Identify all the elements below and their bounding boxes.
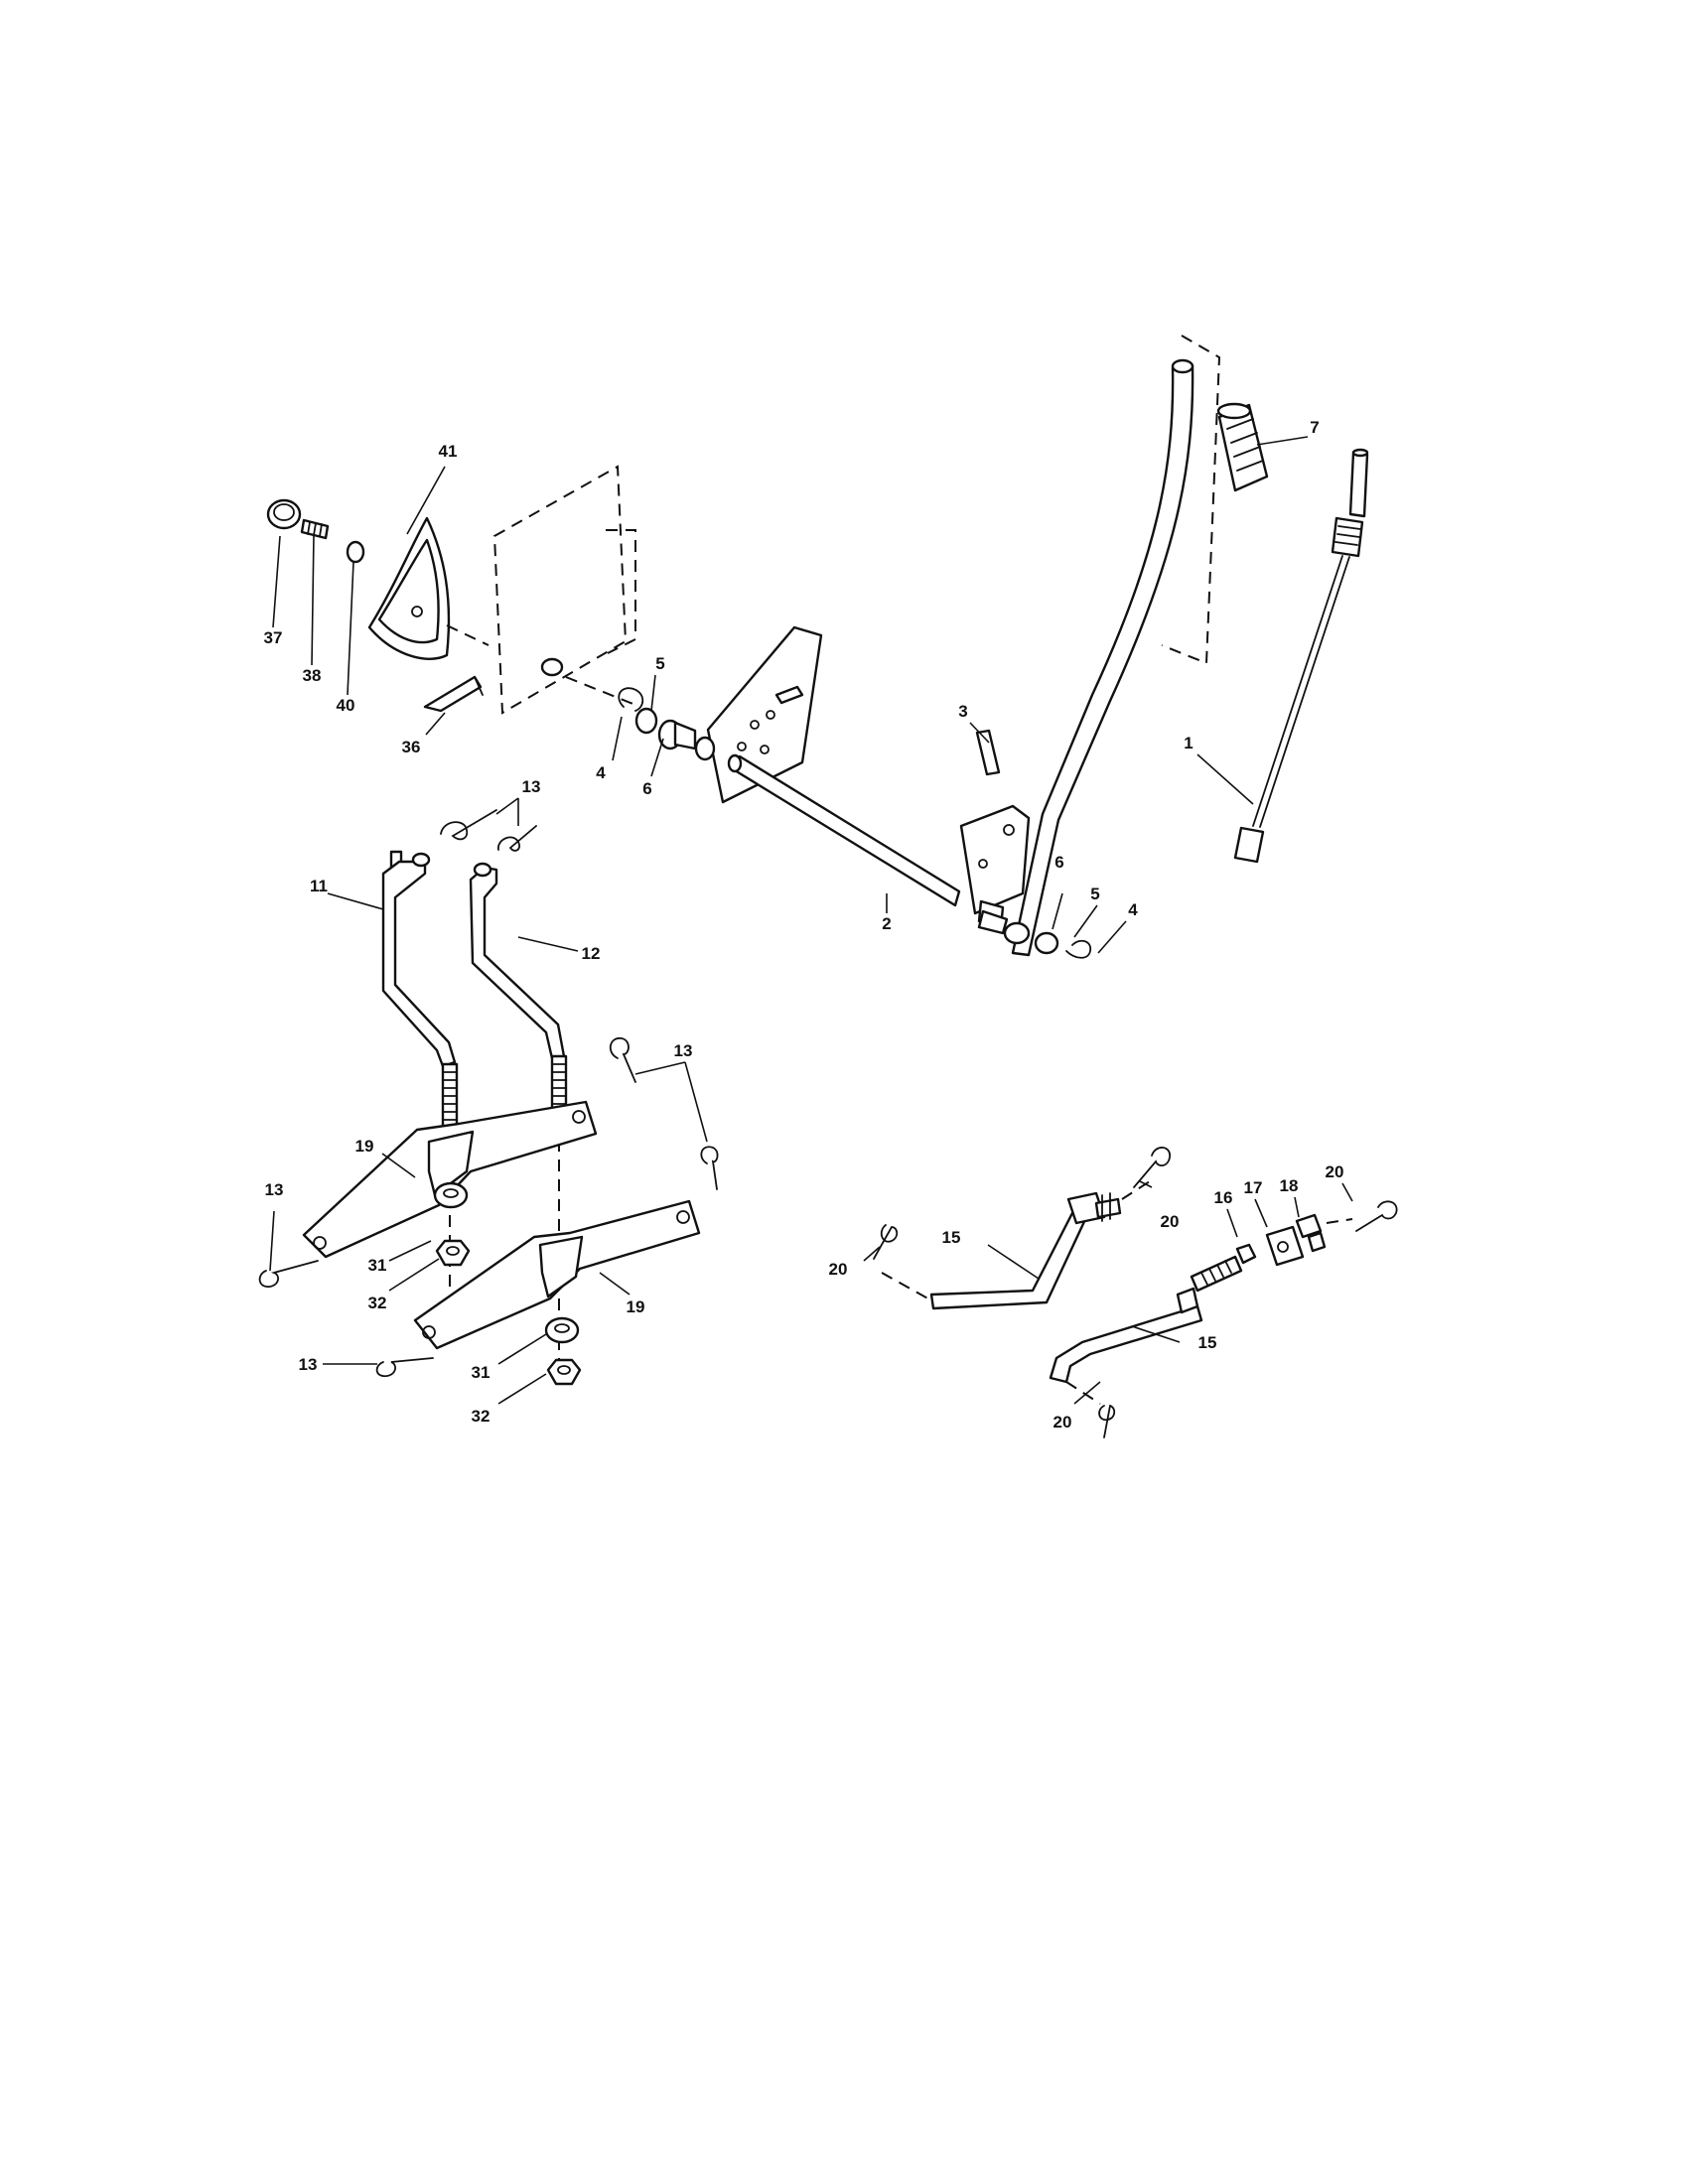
callout-7: 7 xyxy=(1310,418,1319,437)
callout-20: 20 xyxy=(1053,1413,1072,1432)
lift-arm-part-19-lower xyxy=(413,1199,701,1350)
callout-20: 20 xyxy=(1161,1212,1180,1231)
grip-dashed-outline xyxy=(1161,335,1221,665)
lift-link-part-12 xyxy=(469,862,568,1138)
rod-part-15-upper xyxy=(929,1191,1122,1310)
rod-part-15-lower xyxy=(1049,1255,1243,1384)
callout-19: 19 xyxy=(355,1137,374,1156)
panel-dashed-outline xyxy=(446,465,636,715)
callout-labels: 1 2 3 4 4 5 5 6 6 7 11 12 13 13 13 13 15… xyxy=(264,418,1344,1432)
callout-4: 4 xyxy=(596,763,606,782)
knob-part-37 xyxy=(266,498,302,530)
callout-32: 32 xyxy=(368,1294,387,1312)
callout-36: 36 xyxy=(402,738,421,756)
bracket-part-41 xyxy=(367,516,451,660)
callout-16: 16 xyxy=(1214,1188,1233,1207)
grip-part-7 xyxy=(1216,402,1269,492)
callout-13: 13 xyxy=(674,1041,693,1060)
fitting-part-18 xyxy=(1295,1213,1327,1253)
nut-part-32-lower xyxy=(546,1358,582,1386)
bolt-part-38 xyxy=(300,518,330,540)
callout-15: 15 xyxy=(1198,1333,1217,1352)
callout-20: 20 xyxy=(829,1260,848,1279)
callout-2: 2 xyxy=(882,914,891,933)
callout-32: 32 xyxy=(472,1407,491,1426)
spring-clip-part-36 xyxy=(423,675,484,713)
callout-6: 6 xyxy=(642,779,651,798)
callout-11: 11 xyxy=(310,877,328,895)
callout-13: 13 xyxy=(522,777,541,796)
callout-13: 13 xyxy=(265,1180,284,1199)
leader-lines xyxy=(269,436,1353,1405)
washer-part-31-upper xyxy=(433,1181,469,1209)
lift-arm-part-19-upper xyxy=(302,1100,598,1259)
lift-lever-handle xyxy=(959,358,1194,957)
hairpin-clip-part-20 xyxy=(873,1147,1398,1438)
callout-31: 31 xyxy=(472,1363,491,1382)
washer-part-40 xyxy=(346,540,365,564)
pin-part-3 xyxy=(975,729,1001,776)
callout-40: 40 xyxy=(337,696,355,715)
hardware-left-shaft-end xyxy=(618,687,716,761)
callout-31: 31 xyxy=(368,1256,387,1275)
callout-5: 5 xyxy=(1090,885,1099,903)
callout-19: 19 xyxy=(627,1297,645,1316)
callout-12: 12 xyxy=(582,944,601,963)
washer-part-31-lower xyxy=(544,1316,580,1344)
callout-13: 13 xyxy=(299,1355,318,1374)
callout-5: 5 xyxy=(655,654,664,673)
callout-17: 17 xyxy=(1244,1178,1263,1197)
cross-shaft-part-2 xyxy=(706,625,1005,929)
lift-link-part-11 xyxy=(381,850,459,1134)
nut-part-16 xyxy=(1235,1243,1257,1265)
callout-1: 1 xyxy=(1184,734,1193,752)
callout-38: 38 xyxy=(303,666,322,685)
cable-part-1 xyxy=(1233,448,1369,864)
callout-15: 15 xyxy=(942,1228,961,1247)
block-part-17 xyxy=(1265,1225,1305,1267)
callout-41: 41 xyxy=(439,442,458,461)
callout-4: 4 xyxy=(1128,900,1138,919)
hardware-right-shaft-end xyxy=(977,909,1092,959)
hairpin-clip-part-13 xyxy=(258,809,719,1378)
callout-6: 6 xyxy=(1054,853,1063,872)
nut-part-32-upper xyxy=(435,1239,471,1267)
callout-18: 18 xyxy=(1280,1176,1299,1195)
callout-20: 20 xyxy=(1326,1162,1344,1181)
callout-3: 3 xyxy=(958,702,967,721)
callout-37: 37 xyxy=(264,628,283,647)
